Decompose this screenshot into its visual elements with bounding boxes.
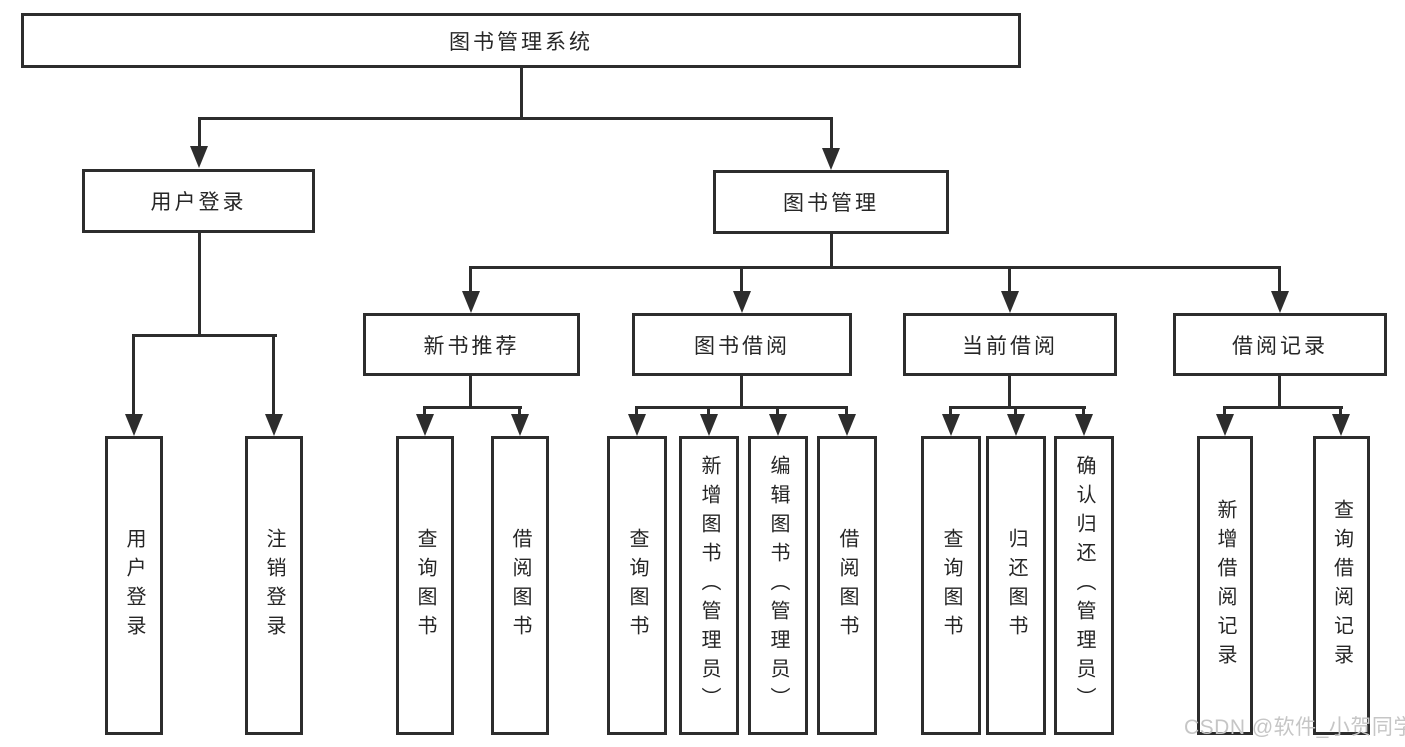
leaf-query-borrow-record-label: 查询借阅记录 xyxy=(1330,498,1353,673)
arrowhead-add-record xyxy=(1216,414,1234,436)
node-current-borrow: 当前借阅 xyxy=(903,313,1117,376)
connector-book-management-stem xyxy=(830,234,833,269)
connector-drop-book-borrow xyxy=(740,266,743,293)
arrowhead-new-book-recommend xyxy=(462,291,480,313)
connector-new-book-recommend-stem xyxy=(469,376,472,409)
leaf-query-book-recommend: 查询图书 xyxy=(396,436,454,735)
node-root-label: 图书管理系统 xyxy=(449,30,593,54)
node-user-login-label: 用户登录 xyxy=(150,191,247,214)
connector-drop-leaf-logout xyxy=(272,334,275,416)
connector-book-borrow-stem xyxy=(740,376,743,409)
leaf-query-book-recommend-label: 查询图书 xyxy=(414,527,436,644)
connector-drop-user-login xyxy=(198,117,201,150)
connector-drop-borrow-records xyxy=(1278,266,1281,293)
connector-drop-new-book-recommend xyxy=(469,266,472,293)
leaf-query-book-current: 查询图书 xyxy=(921,436,981,735)
node-book-management-label: 图书管理 xyxy=(783,192,879,215)
leaf-edit-book-admin: 编辑图书（管理员） xyxy=(748,436,808,735)
node-user-login: 用户登录 xyxy=(82,169,315,233)
arrowhead-confirm-return xyxy=(1075,414,1093,436)
leaf-confirm-return-admin-label: 确认归还（管理员） xyxy=(1073,455,1095,716)
connector-root-stem xyxy=(520,68,523,118)
arrowhead-book-management xyxy=(822,148,840,170)
leaf-query-book-borrow: 查询图书 xyxy=(607,436,667,735)
node-current-borrow-label: 当前借阅 xyxy=(962,334,1058,358)
connector-drop-borrow-book-borrow xyxy=(845,406,848,416)
connector-drop-confirm-return xyxy=(1082,406,1085,416)
leaf-borrow-book-recommend: 借阅图书 xyxy=(491,436,549,735)
leaf-logout: 注销登录 xyxy=(245,436,303,735)
connector-user-login-crossbar xyxy=(133,334,277,337)
leaf-add-book-admin-label: 新增图书（管理员） xyxy=(698,455,720,716)
arrowhead-leaf-logout xyxy=(265,414,283,436)
connector-drop-borrow-book-rec xyxy=(518,406,521,416)
connector-current-borrow-stem xyxy=(1008,376,1011,409)
leaf-user-login: 用户登录 xyxy=(105,436,163,735)
leaf-borrow-book-borrow: 借阅图书 xyxy=(817,436,877,735)
connector-drop-book-management xyxy=(830,117,833,152)
node-book-management: 图书管理 xyxy=(713,170,949,234)
arrowhead-current-borrow xyxy=(1001,291,1019,313)
node-book-borrow: 图书借阅 xyxy=(632,313,852,376)
node-book-borrow-label: 图书借阅 xyxy=(694,334,790,358)
connector-current-borrow-crossbar xyxy=(949,406,1086,409)
connector-user-login-stem xyxy=(198,233,201,337)
node-new-book-recommend-label: 新书推荐 xyxy=(423,334,520,358)
connector-borrow-records-stem xyxy=(1278,376,1281,409)
leaf-query-borrow-record: 查询借阅记录 xyxy=(1313,436,1370,735)
arrowhead-return-book xyxy=(1007,414,1025,436)
connector-book-borrow-crossbar xyxy=(635,406,848,409)
node-borrow-records: 借阅记录 xyxy=(1173,313,1387,376)
arrowhead-borrow-book-borrow xyxy=(838,414,856,436)
connector-drop-query-book-borrow xyxy=(635,406,638,416)
leaf-return-book: 归还图书 xyxy=(986,436,1046,735)
csdn-watermark: CSDN @软件_小贺同学 xyxy=(1184,716,1405,739)
arrowhead-borrow-records xyxy=(1271,291,1289,313)
connector-drop-query-book-current xyxy=(949,406,952,416)
node-borrow-records-label: 借阅记录 xyxy=(1232,334,1328,358)
leaf-add-book-admin: 新增图书（管理员） xyxy=(679,436,739,735)
leaf-confirm-return-admin: 确认归还（管理员） xyxy=(1054,436,1114,735)
leaf-borrow-book-recommend-label: 借阅图书 xyxy=(509,527,531,644)
connector-borrow-records-crossbar xyxy=(1223,406,1343,409)
arrowhead-query-record xyxy=(1332,414,1350,436)
connector-drop-query-record xyxy=(1339,406,1342,416)
arrowhead-query-book-borrow xyxy=(628,414,646,436)
leaf-logout-label: 注销登录 xyxy=(263,527,285,644)
connector-drop-add-book xyxy=(707,406,710,416)
connector-drop-current-borrow xyxy=(1008,266,1011,293)
node-root: 图书管理系统 xyxy=(21,13,1021,68)
leaf-query-book-borrow-label: 查询图书 xyxy=(626,527,648,644)
connector-drop-return-book xyxy=(1014,406,1017,416)
connector-drop-query-book-rec xyxy=(423,406,426,416)
leaf-add-borrow-record-label: 新增借阅记录 xyxy=(1214,498,1236,673)
connector-new-book-recommend-crossbar xyxy=(423,406,522,409)
arrowhead-leaf-user-login xyxy=(125,414,143,436)
connector-book-management-crossbar xyxy=(469,266,1281,269)
connector-root-crossbar xyxy=(198,117,832,120)
leaf-edit-book-admin-label: 编辑图书（管理员） xyxy=(767,455,789,716)
connector-drop-edit-book xyxy=(776,406,779,416)
connector-drop-add-record xyxy=(1223,406,1226,416)
arrowhead-book-borrow xyxy=(733,291,751,313)
leaf-borrow-book-borrow-label: 借阅图书 xyxy=(836,527,858,644)
connector-drop-leaf-user-login xyxy=(132,334,135,416)
arrowhead-add-book xyxy=(700,414,718,436)
arrowhead-query-book-current xyxy=(942,414,960,436)
leaf-query-book-current-label: 查询图书 xyxy=(940,527,962,644)
node-new-book-recommend: 新书推荐 xyxy=(363,313,580,376)
arrowhead-edit-book xyxy=(769,414,787,436)
arrowhead-query-book-rec xyxy=(416,414,434,436)
leaf-return-book-label: 归还图书 xyxy=(1005,527,1027,644)
leaf-add-borrow-record: 新增借阅记录 xyxy=(1197,436,1253,735)
arrowhead-borrow-book-rec xyxy=(511,414,529,436)
arrowhead-user-login xyxy=(190,146,208,168)
leaf-user-login-label: 用户登录 xyxy=(123,527,145,644)
